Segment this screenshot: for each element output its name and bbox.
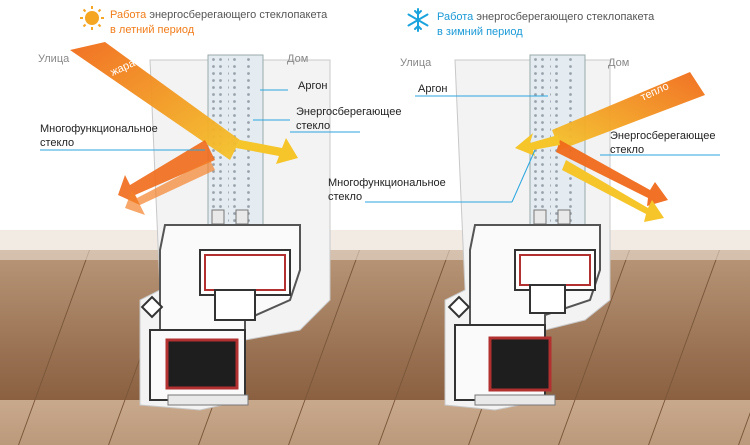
winter-street-label: Улица — [400, 57, 432, 69]
winter-period: в зимний период — [437, 26, 523, 38]
summer-title-rest: энергосберегающего стеклопакета — [146, 9, 328, 21]
winter-energy-glass-label: Энергосберегающее стекло — [610, 130, 716, 156]
winter-multi-glass-label: Многофункциональное стекло — [328, 177, 446, 203]
summer-energy-glass-label: Энергосберегающее стекло — [296, 106, 402, 132]
heat-arrow-through — [236, 138, 298, 164]
heat-arrow-reflect-2 — [125, 160, 215, 215]
winter-title-rest: энергосберегающего стеклопакета — [473, 11, 655, 23]
summer-title: Работа энергосберегающего стеклопакета в… — [110, 8, 327, 38]
wood-floor — [0, 250, 750, 445]
heat-arrow-reflect-1 — [118, 140, 215, 205]
heat-arrow-in — [70, 42, 240, 160]
sun-icon — [80, 6, 104, 30]
winter-title: Работа энергосберегающего стеклопакета в… — [437, 10, 654, 40]
warmth-arrow-through — [515, 133, 560, 156]
summer-period: в летний период — [110, 24, 195, 36]
warmth-arrow-in — [552, 72, 705, 150]
summer-title-highlight: Работа — [110, 9, 147, 21]
summer-home-label: Дом — [287, 53, 309, 65]
summer-street-label: Улица — [38, 53, 70, 65]
winter-argon-label: Аргон — [418, 83, 448, 95]
warmth-arrow-reflect-2 — [562, 160, 664, 222]
snowflake-icon — [407, 8, 429, 32]
winter-home-label: Дом — [608, 57, 630, 69]
summer-multi-glass-label: Многофункциональное стекло — [40, 123, 158, 149]
summer-argon-label: Аргон — [298, 80, 328, 92]
warmth-arrow-reflect-1 — [556, 140, 668, 206]
winter-title-highlight: Работа — [437, 11, 474, 23]
